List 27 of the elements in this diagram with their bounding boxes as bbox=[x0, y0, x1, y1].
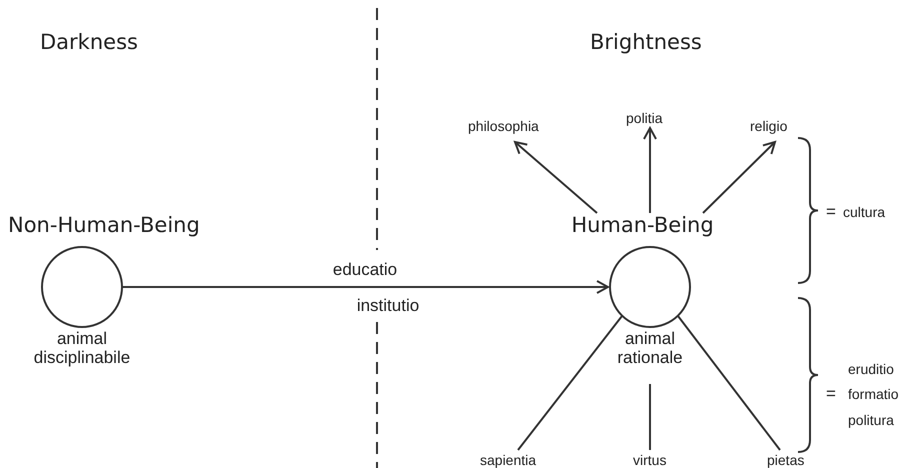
region-title: Brightness bbox=[590, 30, 702, 54]
label-text: eruditio bbox=[848, 361, 894, 377]
label-text: formatio bbox=[848, 386, 899, 402]
edge-label: educatio bbox=[332, 260, 398, 279]
line bbox=[677, 315, 781, 451]
arrow bbox=[514, 141, 598, 214]
region-title: Darkness bbox=[40, 30, 138, 54]
line bbox=[649, 384, 651, 450]
label-text: institutio bbox=[356, 296, 420, 315]
arrow bbox=[122, 280, 609, 294]
label-text: cultura bbox=[843, 204, 886, 220]
term-label: religio bbox=[750, 118, 788, 134]
node-heading: Human-Being bbox=[570, 213, 715, 237]
label-text: politura bbox=[848, 412, 894, 428]
term-label: politia bbox=[626, 110, 663, 126]
term-label: virtus bbox=[633, 452, 666, 468]
arrow bbox=[702, 141, 776, 214]
equals-sign: = bbox=[826, 384, 836, 403]
equals-sign: = bbox=[826, 202, 836, 221]
node-caption: animal rationale bbox=[616, 329, 684, 367]
term-label: sapientia bbox=[480, 452, 536, 468]
term-label: pietas bbox=[767, 452, 804, 468]
line bbox=[517, 315, 623, 451]
arrow bbox=[643, 127, 657, 213]
node-heading: Non-Human-Being bbox=[8, 213, 201, 237]
term-label: philosophia bbox=[468, 118, 539, 134]
node-caption: animal disciplinabile bbox=[32, 329, 132, 367]
